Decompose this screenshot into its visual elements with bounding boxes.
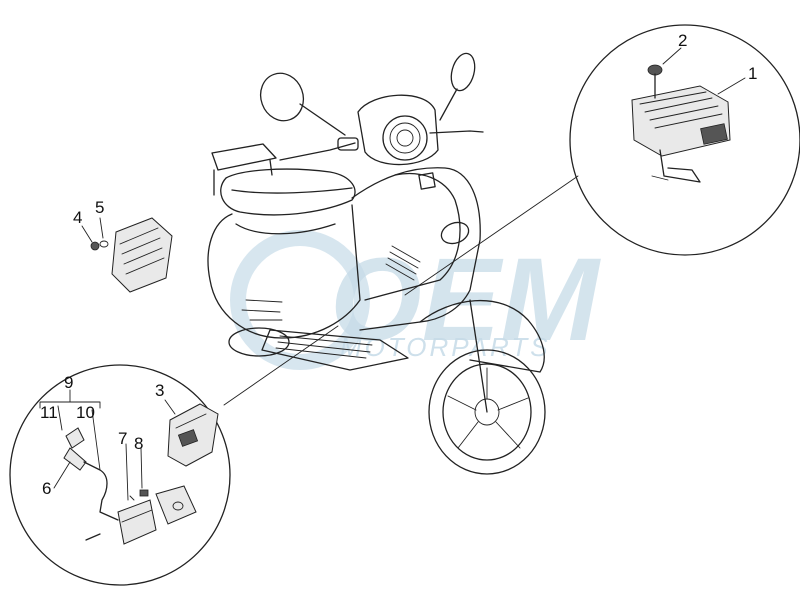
detail-circle-ignition (9, 325, 339, 586)
spark-plug-cap-part (63, 427, 119, 521)
callout-11: 11 (40, 403, 58, 422)
voltage-regulator-part (631, 85, 731, 183)
callout-6: 6 (42, 479, 51, 498)
ignition-module-part (117, 489, 157, 545)
callout-2: 2 (678, 31, 687, 50)
detail-circle-regulator (404, 24, 800, 296)
watermark-brand: OEM (330, 234, 601, 366)
callout-5: 5 (95, 198, 104, 217)
scooter-drawing (207, 52, 546, 475)
callout-8: 8 (134, 434, 143, 453)
callout-labels: 1 2 3 4 5 6 7 8 9 10 11 (40, 31, 757, 498)
screw-part (647, 64, 663, 99)
callout-4: 4 (73, 208, 82, 227)
leader-line-regulator (404, 175, 579, 296)
callout-1: 1 (748, 64, 757, 83)
ignition-unit-part (164, 399, 219, 467)
callout-9: 9 (64, 373, 73, 392)
callout-10: 10 (76, 403, 95, 422)
rectifier-part (81, 217, 173, 293)
watermark: OEM MOTORPARTS (230, 230, 601, 370)
watermark-gear-icon (230, 230, 370, 370)
callout-7: 7 (118, 429, 127, 448)
callout-3: 3 (155, 381, 164, 400)
leader-line-ignition (223, 325, 339, 406)
mounting-bracket-part (155, 485, 197, 525)
watermark-tagline: MOTORPARTS (340, 332, 551, 362)
